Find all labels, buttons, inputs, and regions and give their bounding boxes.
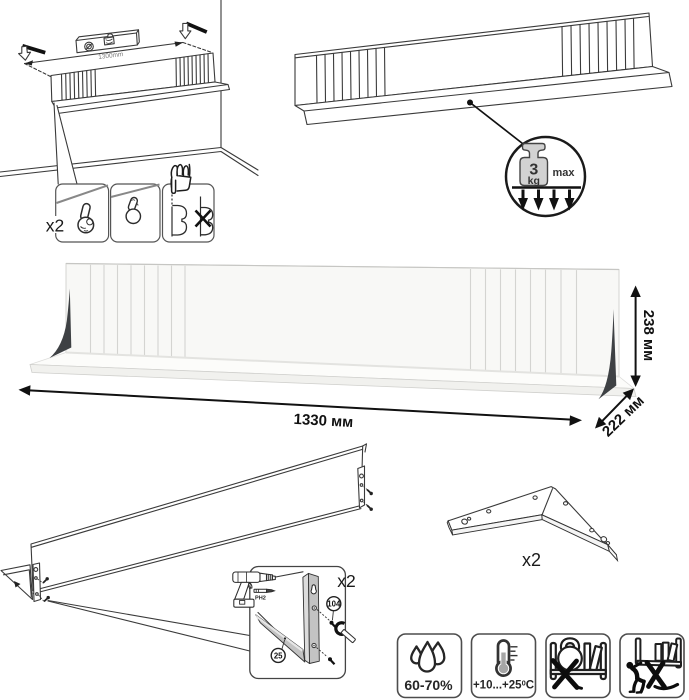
svg-text:max: max (553, 167, 576, 179)
svg-text:25: 25 (274, 651, 283, 660)
svg-text:x2: x2 (337, 571, 355, 591)
svg-text:x2: x2 (46, 216, 64, 236)
svg-text:x2: x2 (522, 550, 541, 570)
svg-text:104: 104 (327, 600, 341, 609)
svg-text:+10...+250C: +10...+250C (473, 679, 534, 692)
svg-text:1330 мм: 1330 мм (293, 411, 354, 431)
svg-text:60-70%: 60-70% (404, 677, 453, 693)
svg-text:1300mm: 1300mm (98, 51, 124, 61)
svg-text:3: 3 (529, 162, 538, 179)
svg-text:kg: kg (528, 175, 540, 187)
svg-text:238 мм: 238 мм (640, 310, 657, 361)
svg-text:PH2: PH2 (255, 596, 266, 602)
